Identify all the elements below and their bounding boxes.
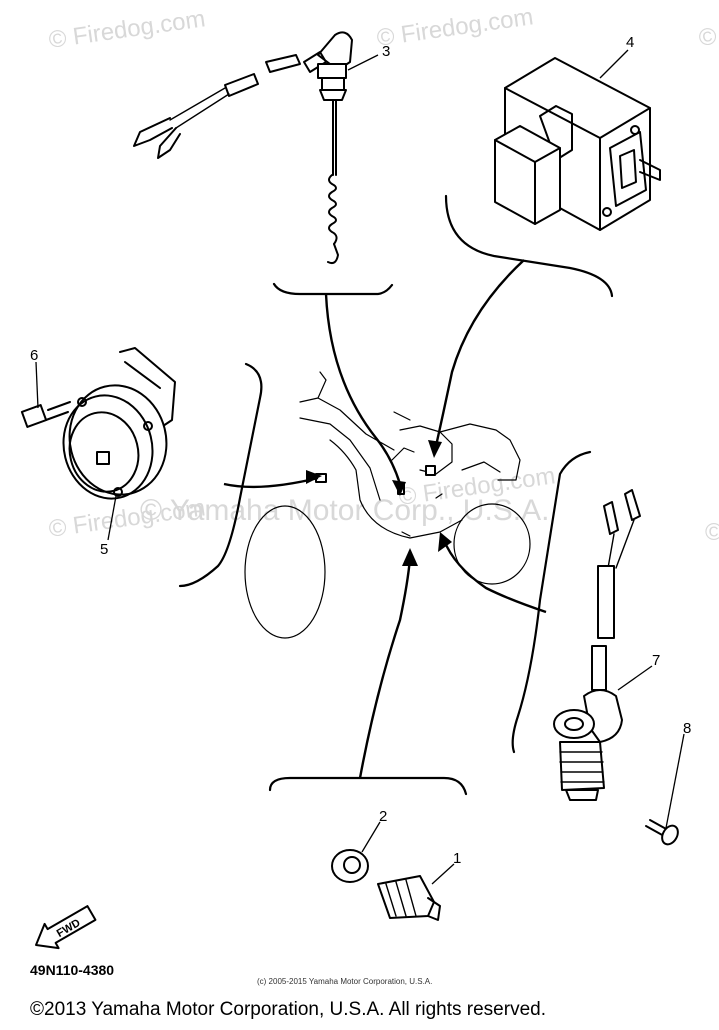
arrow-to-relay bbox=[428, 440, 442, 458]
leader-lines bbox=[35, 49, 685, 885]
callout-1: 1 bbox=[453, 850, 461, 867]
callout-7: 7 bbox=[652, 652, 660, 669]
part-5-horn bbox=[62, 347, 176, 500]
callout-2: 2 bbox=[379, 808, 387, 825]
part-1-switch-plug bbox=[377, 875, 441, 921]
arrow-to-brake-switch bbox=[392, 480, 406, 496]
arrow-to-plug bbox=[402, 548, 418, 566]
part-7-neutral-switch bbox=[553, 489, 641, 801]
part-4-relay bbox=[494, 57, 661, 231]
arrowheads bbox=[306, 440, 452, 566]
arrow-to-horn bbox=[306, 470, 322, 484]
part-8-screw bbox=[645, 819, 679, 846]
callout-6: 6 bbox=[30, 347, 38, 364]
callout-8: 8 bbox=[683, 720, 691, 737]
callout-5: 5 bbox=[100, 541, 108, 558]
connection-lines bbox=[178, 194, 614, 796]
credit-small: (c) 2005-2015 Yamaha Motor Corporation, … bbox=[257, 977, 433, 986]
motorcycle-silhouette bbox=[244, 371, 531, 639]
arrow-to-neutral-switch bbox=[438, 532, 452, 552]
diagram-code: 49N110-4380 bbox=[30, 962, 115, 978]
callout-labels: 1 2 3 4 5 6 7 8 bbox=[30, 34, 691, 867]
fwd-arrow: FWD bbox=[35, 905, 97, 950]
watermark-top-left: © Firedog.com bbox=[47, 5, 207, 54]
watermark-right: © Firedog.com bbox=[705, 519, 719, 546]
part-2-washer bbox=[331, 849, 369, 883]
watermark-main: © Yamaha Motor Corp., U.S.A. bbox=[140, 494, 549, 527]
callout-4: 4 bbox=[626, 34, 634, 51]
copyright-notice: ©2013 Yamaha Motor Corporation, U.S.A. A… bbox=[30, 999, 546, 1020]
watermark-top-right: © Firedog.com bbox=[697, 3, 719, 52]
watermark-layer: © Firedog.com © Firedog.com © Firedog.co… bbox=[47, 3, 719, 546]
part-3-brake-switch bbox=[133, 31, 353, 265]
part-6-horn-bolt bbox=[20, 401, 71, 428]
watermark-top-center: © Firedog.com bbox=[375, 3, 535, 52]
callout-3: 3 bbox=[382, 43, 390, 60]
